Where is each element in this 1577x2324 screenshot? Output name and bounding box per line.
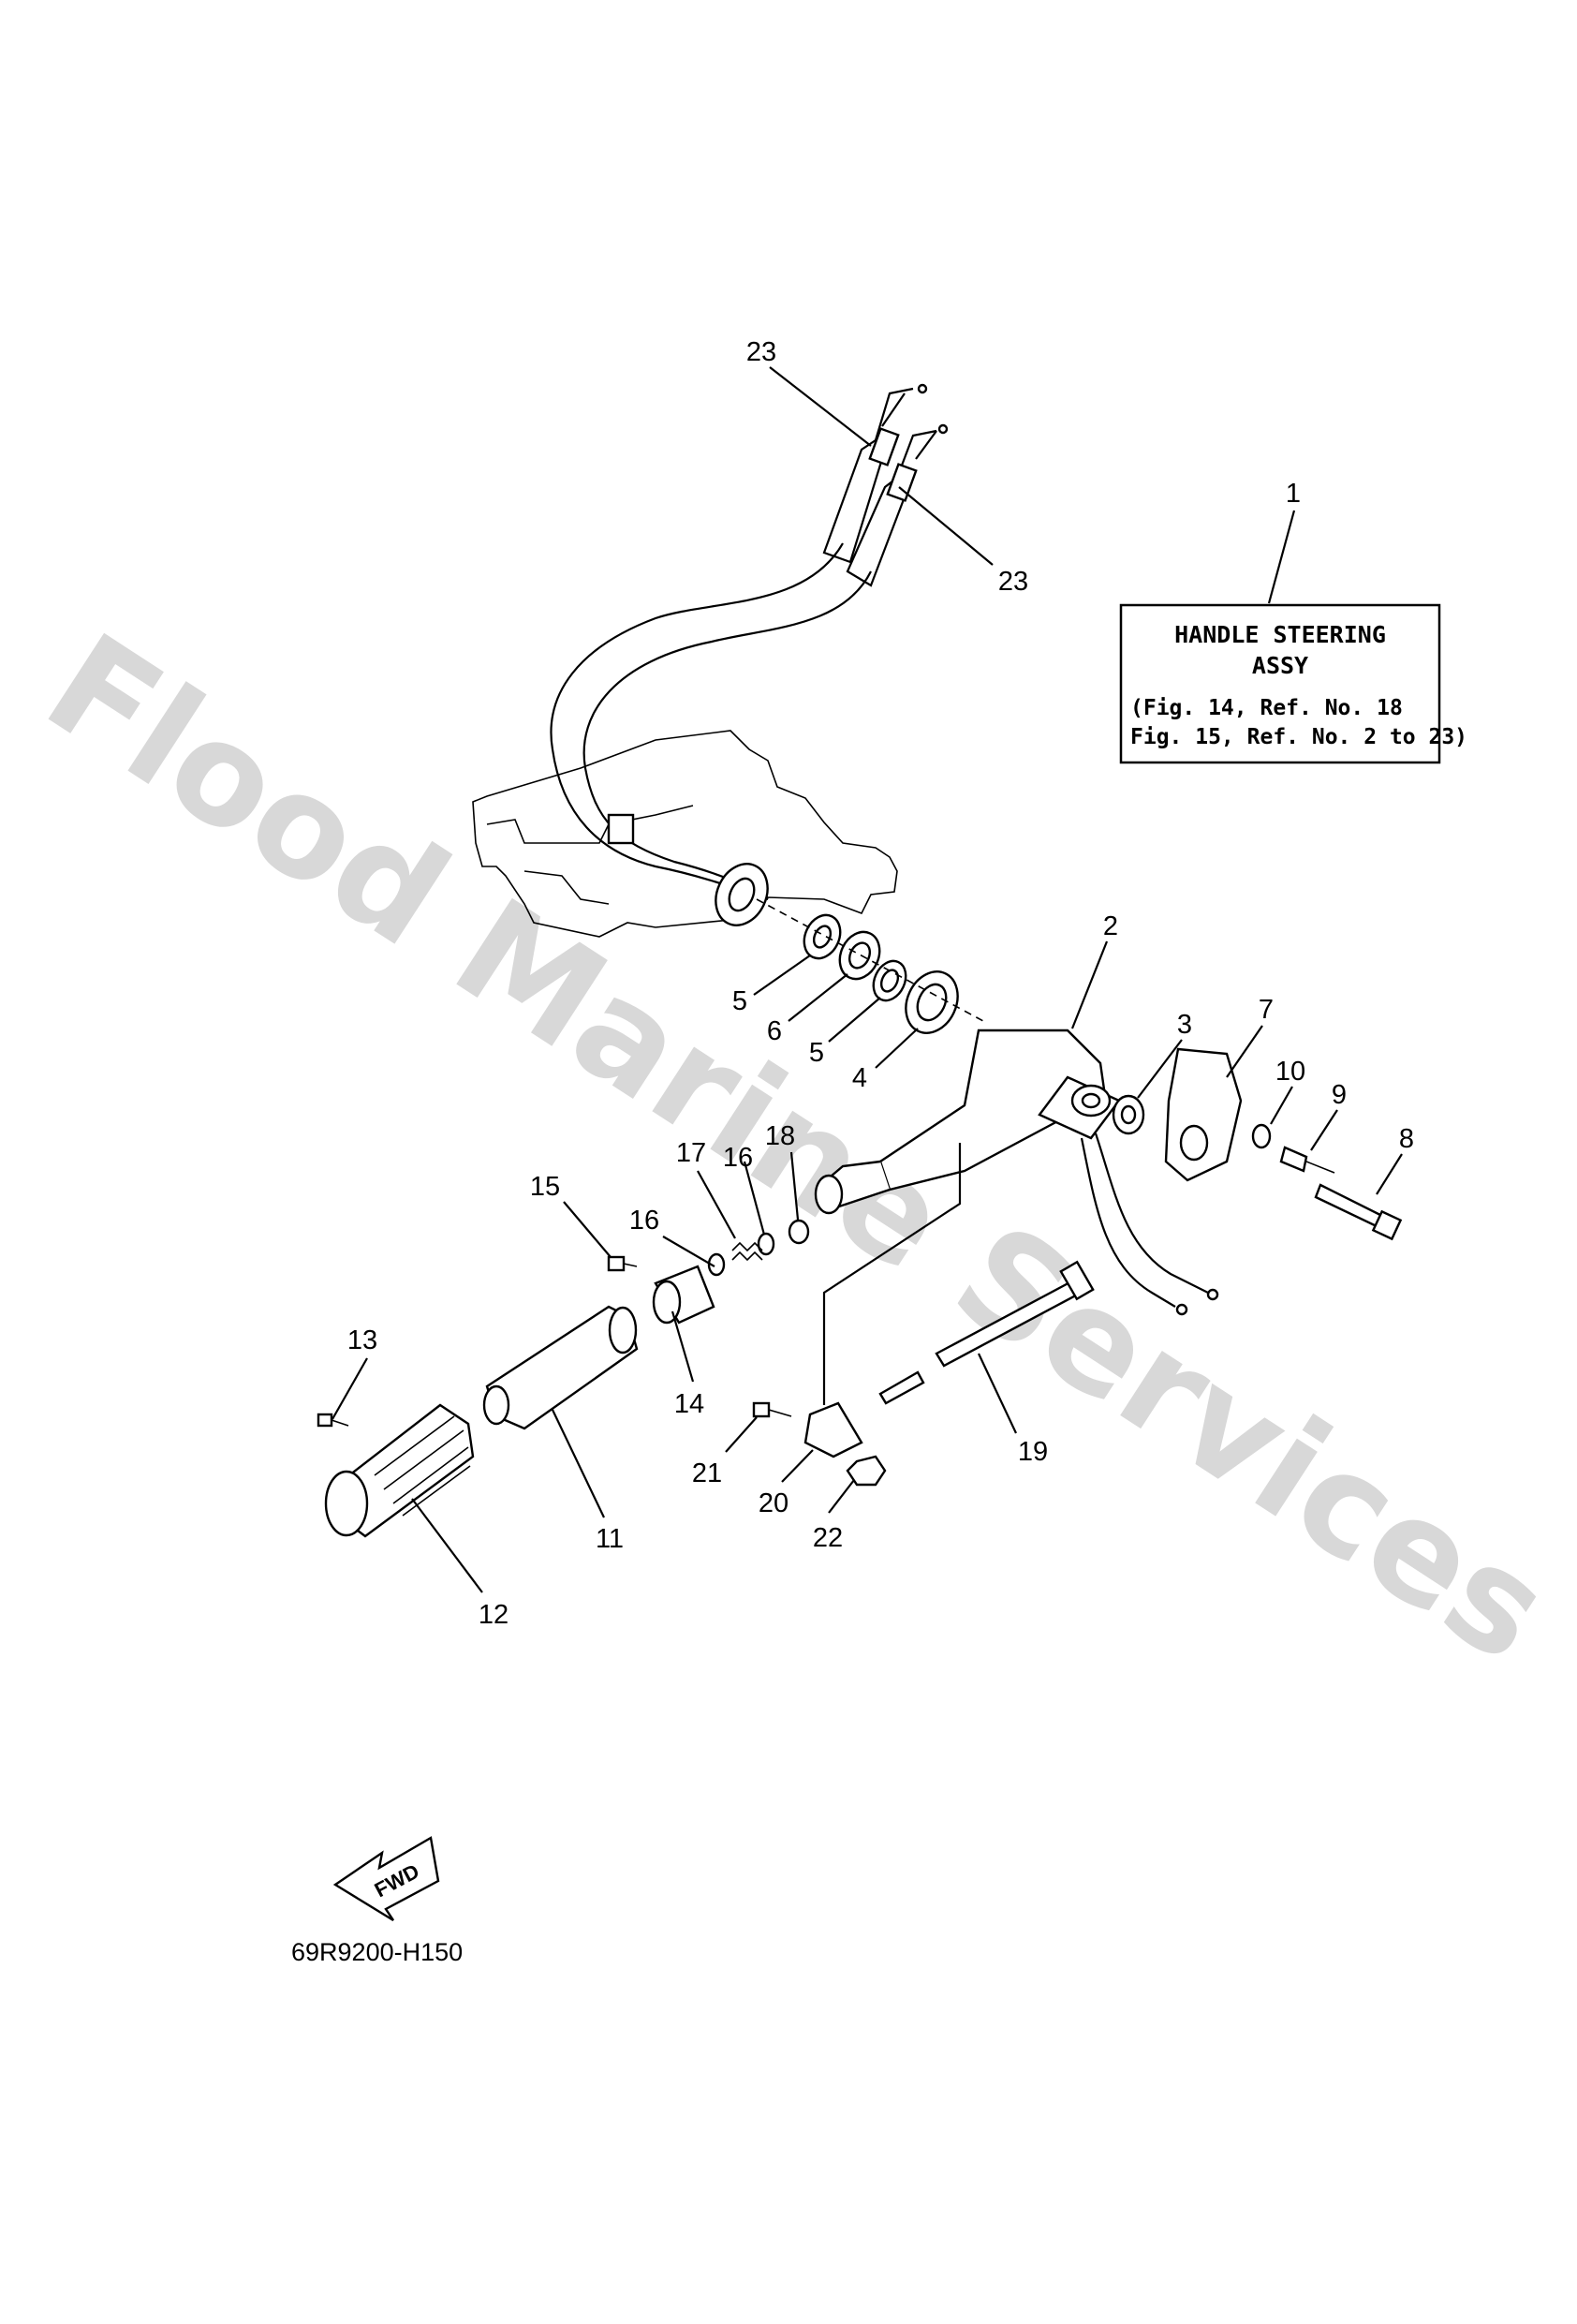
washer-5-lower xyxy=(872,959,907,1002)
callout-13: 13 xyxy=(347,1325,377,1355)
part-9-bolt xyxy=(1279,1146,1335,1174)
part-10-washer xyxy=(1251,1123,1272,1149)
callout-17: 17 xyxy=(676,1138,706,1168)
callout-8: 8 xyxy=(1399,1124,1414,1154)
bottom-cowling-outline xyxy=(472,730,898,938)
callout-12: 12 xyxy=(479,1600,508,1630)
callout-23-lower: 23 xyxy=(998,567,1028,597)
callout-5-lower: 5 xyxy=(809,1038,824,1068)
watermark-text: Flood Marine Services xyxy=(19,603,1575,1694)
part-21-screw xyxy=(752,1401,792,1418)
part-14-friction-sleeve xyxy=(652,1265,715,1325)
part-17-spring xyxy=(731,1241,763,1262)
callout-11: 11 xyxy=(596,1524,624,1554)
assembly-info-box: HANDLE STEERING ASSY (Fig. 14, Ref. No. … xyxy=(1119,603,1467,764)
callout-4: 4 xyxy=(852,1063,867,1093)
part-16-washer-left xyxy=(707,1252,726,1277)
assembly-note-line2: Fig. 15, Ref. No. 2 to 23) xyxy=(1130,725,1467,749)
bushing-4 xyxy=(905,970,959,1034)
callout-7: 7 xyxy=(1259,995,1274,1025)
assembly-note-line1: (Fig. 14, Ref. No. 18 xyxy=(1130,696,1403,720)
reference-bracket-line xyxy=(822,1143,962,1405)
callout-18: 18 xyxy=(765,1121,795,1151)
callout-1: 1 xyxy=(1286,479,1301,509)
callout-16-right: 16 xyxy=(723,1143,753,1173)
callout-6: 6 xyxy=(767,1016,782,1046)
bushing-6 xyxy=(838,930,881,981)
part-18-nut xyxy=(788,1219,810,1245)
assembly-title-line2: ASSY xyxy=(1252,652,1308,679)
callout-9: 9 xyxy=(1332,1080,1347,1110)
collar-on-housing xyxy=(715,863,769,926)
callout-10: 10 xyxy=(1275,1057,1305,1087)
callout-5-upper: 5 xyxy=(732,986,747,1016)
part-3-collar xyxy=(1112,1094,1145,1135)
callout-3: 3 xyxy=(1177,1010,1192,1040)
callout-19: 19 xyxy=(1018,1437,1048,1467)
part-12-grip xyxy=(324,1403,475,1538)
callout-labels: 1 2 3 4 5 5 6 7 8 9 10 11 12 13 14 15 16… xyxy=(347,337,1414,1630)
part-22-nut xyxy=(846,1455,887,1487)
assembly-title-line1: HANDLE STEERING xyxy=(1174,621,1386,648)
fwd-arrow: FWD xyxy=(332,1836,440,1922)
part-2-steering-handle xyxy=(814,1029,1219,1316)
callout-20: 20 xyxy=(759,1488,788,1518)
callout-16-left: 16 xyxy=(629,1206,659,1236)
assembly-axis-line xyxy=(756,898,984,1022)
part-23-throttle-cables xyxy=(550,383,949,901)
drawing-code: 69R9200-H150 xyxy=(291,1938,463,1966)
part-15-screw xyxy=(607,1255,638,1272)
part-7-friction-plate xyxy=(1164,1047,1243,1182)
part-16-washer-right xyxy=(757,1232,775,1256)
part-19-throttle-rod xyxy=(878,1260,1095,1405)
callout-21: 21 xyxy=(692,1458,722,1488)
callout-14: 14 xyxy=(674,1389,704,1419)
callout-15: 15 xyxy=(530,1172,560,1202)
callout-2: 2 xyxy=(1103,911,1118,941)
callout-22: 22 xyxy=(813,1523,843,1553)
washer-5-upper xyxy=(803,913,842,960)
part-8-bolt xyxy=(1314,1183,1403,1241)
leader-lines xyxy=(332,366,1403,1593)
callout-23-upper: 23 xyxy=(746,337,776,367)
part-20-link xyxy=(803,1401,863,1458)
part-11-throttle-shaft xyxy=(482,1305,639,1430)
part-13-screw xyxy=(317,1413,349,1428)
